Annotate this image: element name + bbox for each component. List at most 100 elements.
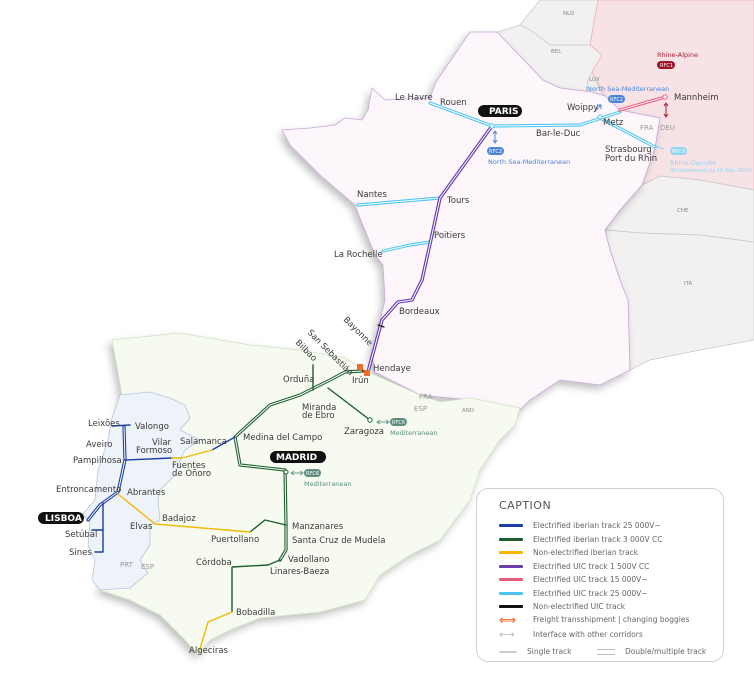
label-fra-de: FRA bbox=[640, 124, 654, 132]
city-bordeaux: Bordeaux bbox=[399, 307, 440, 317]
legend-swatch bbox=[499, 565, 523, 568]
map-caption: CAPTION Electrified iberian track 25 000… bbox=[476, 488, 724, 662]
legend-label: Interface with other corridors bbox=[533, 630, 643, 639]
station-nodes bbox=[283, 94, 668, 475]
interface-arrow-icon bbox=[376, 419, 390, 425]
freight-transshipment-icon bbox=[357, 364, 363, 370]
interface-arrow-icon bbox=[655, 145, 665, 150]
corridor-interface-arrows bbox=[290, 102, 669, 476]
city-bayonne: Bayonne bbox=[341, 315, 374, 348]
corridor-badge: RFC2 bbox=[489, 149, 502, 155]
label-che: CHE bbox=[677, 208, 689, 214]
label-prt: PRT bbox=[120, 561, 134, 569]
city-nantes: Nantes bbox=[357, 190, 388, 200]
track-uic-25kv bbox=[356, 101, 657, 253]
corridor-badge: RFC1 bbox=[660, 63, 673, 69]
city-le-havre: Le Havre bbox=[395, 93, 433, 103]
track-iberian-3kv bbox=[231, 364, 371, 613]
label-esp-prt: ESP bbox=[141, 563, 154, 571]
interface-arrow-icon bbox=[492, 130, 498, 144]
corridor-name: Rhine-Danube bbox=[670, 159, 716, 167]
interface-arrow-icon bbox=[290, 470, 304, 476]
label-ita: ITA bbox=[684, 281, 693, 287]
city-sines: Sines bbox=[69, 548, 92, 558]
city-fuentes-2: de Oñoro bbox=[172, 469, 211, 479]
interface-arrow-icon: ⟷ bbox=[499, 627, 515, 641]
city-leixoes: Leixões bbox=[88, 419, 120, 429]
corridor-note: (Establishment by 10 Nov. 2020) bbox=[670, 168, 752, 174]
city-aveiro: Aveiro bbox=[86, 440, 112, 450]
corridor-name: Mediterranean bbox=[304, 480, 352, 488]
city-vilar-2: Formoso bbox=[136, 446, 172, 456]
legend-item-freight: ⟺ Freight transshipment | changing boggie… bbox=[499, 612, 690, 627]
capital-label: MADRID bbox=[276, 453, 317, 463]
city-port-du-rhin: Port du Rhin bbox=[605, 154, 657, 164]
legend-swatch bbox=[499, 538, 523, 541]
freight-arrow-icon: ⟺ bbox=[499, 612, 517, 627]
corridor-rfc2-paris: RFC2 North Sea-Mediterranean bbox=[487, 147, 570, 166]
country-codes: NLD BEL LUX FRA DEU CHE ITA FRA ESP AND … bbox=[120, 11, 693, 571]
caption-title: CAPTION bbox=[499, 499, 552, 512]
legend-swatch bbox=[499, 578, 523, 581]
city-zaragoza: Zaragoza bbox=[344, 427, 384, 437]
city-miranda: Miranda bbox=[302, 403, 336, 413]
label-nld: NLD bbox=[563, 11, 574, 17]
corridor-badge: RFC9 bbox=[672, 149, 685, 155]
corridor-rfc2-north: North Sea-Mediterranean RFC2 bbox=[587, 85, 669, 103]
corridor-rfc6-zaragoza: RFC6 Mediterranean bbox=[390, 418, 438, 437]
country-prt bbox=[81, 391, 201, 591]
corridor-rfc1: Rhine-Alpine RFC1 bbox=[657, 51, 698, 69]
capital-label: PARIS bbox=[489, 107, 519, 117]
corridor-badge: RFC2 bbox=[610, 97, 623, 103]
city-mannheim: Mannheim bbox=[674, 93, 719, 103]
legend-item: Non-electrified UIC track bbox=[499, 602, 625, 611]
label-and: AND bbox=[462, 408, 474, 414]
city-poitiers: Poitiers bbox=[434, 231, 466, 241]
legend-item: Non-electrified iberian track bbox=[499, 548, 638, 557]
legend-label: Freight transshipment | changing boggies bbox=[533, 615, 690, 624]
track-iberian-25kv bbox=[86, 424, 236, 553]
city-vadollano: Vadollano bbox=[288, 555, 329, 565]
city-bar-le-duc: Bar-le-Duc bbox=[536, 129, 581, 139]
capital-label: LISBOA bbox=[45, 514, 82, 524]
corridor-name: North Sea-Mediterranean bbox=[488, 158, 570, 166]
legend-swatch bbox=[499, 524, 523, 527]
corridor-badge: RFC6 bbox=[392, 420, 405, 426]
legend-label: Electrified UIC track 15 000V~ bbox=[533, 575, 648, 584]
city-elvas: Elvas bbox=[130, 522, 153, 532]
city-tours: Tours bbox=[446, 196, 470, 206]
city-strasbourg: Strasbourg bbox=[605, 145, 652, 155]
city-santa-cruz: Santa Cruz de Mudela bbox=[292, 536, 385, 546]
legend-swatch bbox=[499, 592, 523, 595]
label-bel: BEL bbox=[551, 49, 562, 55]
city-medina: Medina del Campo bbox=[243, 433, 322, 443]
legend-label: Non-electrified iberian track bbox=[533, 548, 639, 557]
capital-lisboa: LISBOA bbox=[38, 512, 84, 524]
legend-label: Electrified UIC track 25 000V~ bbox=[533, 589, 648, 598]
legend-swatch bbox=[499, 551, 523, 554]
city-irun: Irún bbox=[352, 376, 369, 386]
label-esp: ESP bbox=[414, 405, 427, 413]
legend-item: Electrified iberian track 25 000V~ bbox=[499, 521, 661, 530]
city-algeciras: Algeciras bbox=[189, 646, 229, 656]
track-uic-1500v bbox=[366, 124, 494, 374]
legend-item: Electrified UIC track 15 000V~ bbox=[499, 575, 648, 584]
legend-label: Electrified iberian track 3 000V CC bbox=[533, 535, 663, 544]
legend-label: Single track bbox=[527, 647, 572, 656]
corridor-name: North Sea-Mediterranean bbox=[587, 85, 669, 93]
city-metz: Metz bbox=[603, 118, 624, 128]
city-valongo: Valongo bbox=[135, 422, 169, 432]
corridor-name: Rhine-Alpine bbox=[657, 51, 698, 59]
city-bobadilla: Bobadilla bbox=[236, 608, 275, 618]
capital-madrid: MADRID bbox=[270, 451, 326, 463]
legend-label: Electrified UIC track 1 500V CC bbox=[533, 562, 650, 571]
legend-item: Electrified UIC track 1 500V CC bbox=[499, 562, 649, 571]
label-deu: DEU bbox=[660, 124, 675, 132]
double-track-swatch bbox=[597, 648, 615, 655]
city-manzanares: Manzanares bbox=[292, 522, 344, 532]
city-fuentes: Fuentes bbox=[172, 461, 206, 471]
city-vilar: Vilar bbox=[152, 438, 172, 448]
city-hendaye: Hendaye bbox=[373, 364, 411, 374]
city-rouen: Rouen bbox=[440, 98, 467, 108]
city-salamanca: Salamanca bbox=[180, 437, 227, 447]
